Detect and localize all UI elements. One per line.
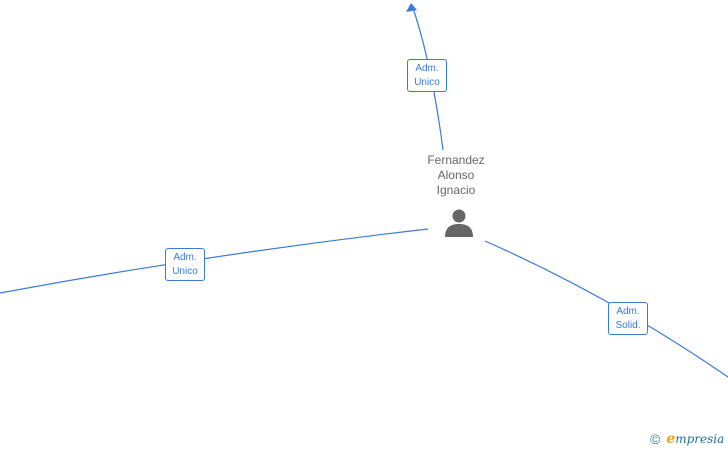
edge-label-up-line2: Unico xyxy=(414,77,440,88)
person-icon[interactable] xyxy=(444,208,474,238)
edge-line-left xyxy=(0,228,429,294)
person-name[interactable]: Fernandez Alonso Ignacio xyxy=(406,153,506,198)
edge-label-down-right[interactable]: Adm. Solid. xyxy=(608,302,648,335)
person-name-line1: Fernandez xyxy=(427,153,485,167)
edge-arrowhead-up xyxy=(406,3,417,12)
brand-initial: e xyxy=(666,431,676,447)
edge-label-left[interactable]: Adm. Unico xyxy=(165,248,205,281)
edge-label-left-line2: Unico xyxy=(172,266,198,277)
edge-label-left-line1: Adm. xyxy=(173,252,197,263)
edge-label-down-right-line2: Solid. xyxy=(615,320,641,331)
edge-label-up[interactable]: Adm. Unico xyxy=(407,59,447,92)
edge-label-up-line1: Adm. xyxy=(415,63,439,74)
person-name-line3: Ignacio xyxy=(436,183,476,197)
person-name-line2: Alonso xyxy=(437,168,475,182)
brand-name: mpresia xyxy=(675,432,725,446)
copyright-icon: © xyxy=(650,431,661,447)
edge-line-down-right xyxy=(484,240,728,378)
edge-label-down-right-line1: Adm. xyxy=(616,306,640,317)
brand-watermark: © e mpresia xyxy=(650,430,724,448)
